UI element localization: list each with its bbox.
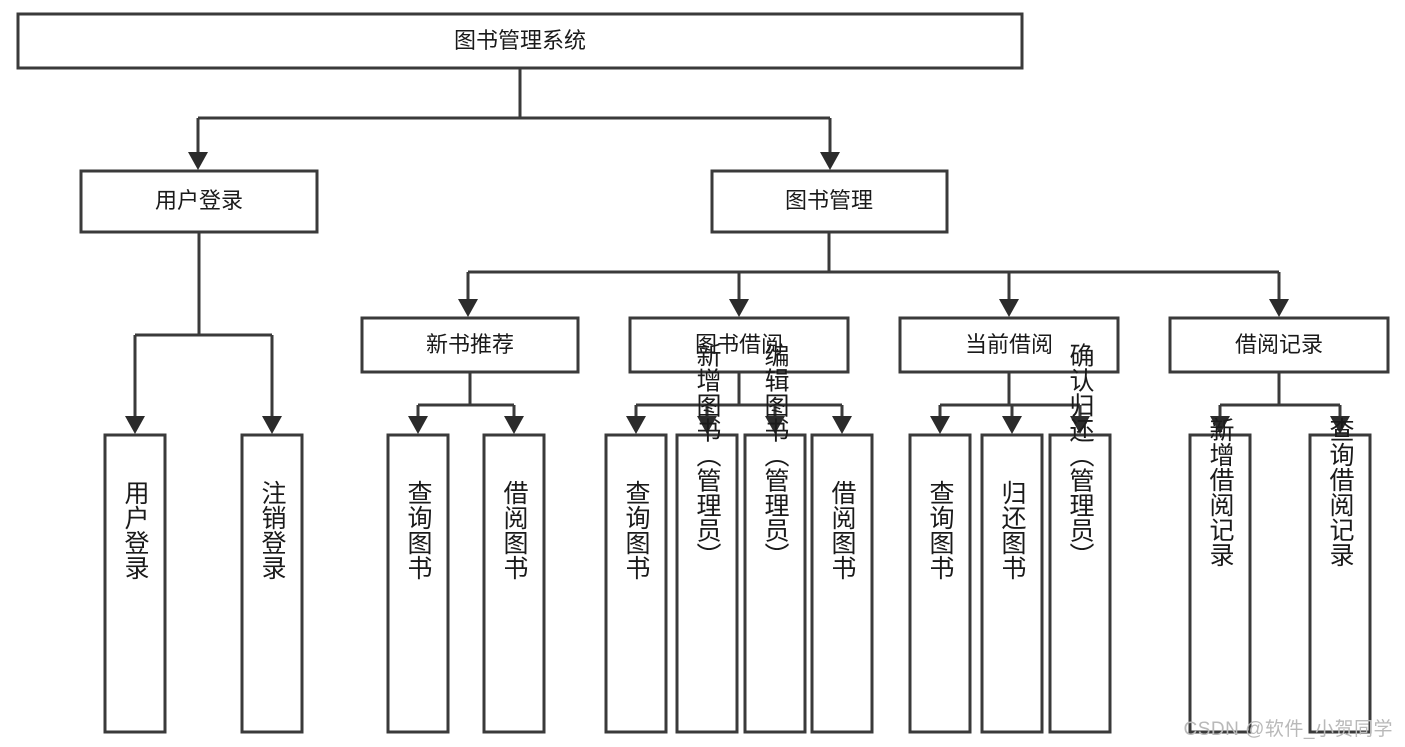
node-root-system-box[interactable] (16, 12, 1024, 70)
node-leaf-newbook-borrow[interactable]: 借阅图书 (482, 433, 546, 734)
node-leaf-borrow-edit-label: 编辑图书（管理员） (761, 343, 790, 568)
node-leaf-borrow-edit-box[interactable] (743, 433, 807, 734)
csdn-watermark: CSDN @软件_小贺同学 (1183, 719, 1393, 740)
node-leaf-newbook-borrow-label: 借阅图书 (500, 480, 529, 580)
node-leaf-newbook-query-label: 查询图书 (404, 480, 433, 580)
node-leaf-user-login[interactable]: 用户登录 (103, 433, 167, 734)
node-current-borrow-label: 当前借阅 (965, 332, 1053, 357)
node-leaf-borrow-query[interactable]: 查询图书 (604, 433, 668, 734)
node-user-login-label: 用户登录 (155, 188, 243, 213)
arrowhead-record-leaf-1 (1210, 416, 1230, 434)
node-book-management-label: 图书管理 (785, 188, 873, 213)
arrowhead-borrow-leaf-2 (697, 416, 717, 434)
node-leaf-newbook-query-box[interactable] (386, 433, 450, 734)
node-book-borrow-box[interactable] (628, 316, 850, 374)
node-leaf-borrow-add[interactable]: 新增图书（管理员） (675, 343, 739, 734)
node-current-borrow[interactable]: 当前借阅 (898, 316, 1120, 374)
arrowhead-current (999, 299, 1019, 317)
connector-layer (125, 68, 1350, 434)
node-root-system[interactable]: 图书管理系统 (16, 12, 1024, 70)
arrowhead-record-leaf-2 (1330, 416, 1350, 434)
arrowhead-book-mgmt (820, 152, 840, 170)
node-leaf-newbook-borrow-box[interactable] (482, 433, 546, 734)
arrowhead-borrow-leaf-4 (832, 416, 852, 434)
arrowhead-current-leaf-3 (1070, 416, 1090, 434)
node-new-book-recommend-box[interactable] (360, 316, 580, 374)
node-leaf-record-query[interactable]: 查询借阅记录 (1308, 417, 1372, 734)
node-leaf-user-login-box[interactable] (103, 433, 167, 734)
node-leaf-borrow-query-label: 查询图书 (622, 480, 651, 580)
arrowhead-newbook (458, 299, 478, 317)
node-book-management[interactable]: 图书管理 (710, 169, 949, 234)
node-leaf-borrow-query-box[interactable] (604, 433, 668, 734)
node-leaf-current-query[interactable]: 查询图书 (908, 433, 972, 734)
node-leaf-record-query-box[interactable] (1308, 433, 1372, 734)
node-leaf-borrow-add-box[interactable] (675, 433, 739, 734)
node-leaf-record-query-label: 查询借阅记录 (1326, 417, 1355, 567)
node-leaf-logout[interactable]: 注销登录 (240, 433, 304, 734)
arrowhead-user-login (188, 152, 208, 170)
node-leaf-record-add-label: 新增借阅记录 (1206, 417, 1235, 567)
node-new-book-recommend-label: 新书推荐 (426, 332, 514, 357)
arrowhead-record (1269, 299, 1289, 317)
arrowhead-user-login-leaf-2 (262, 416, 282, 434)
node-leaf-current-confirm-box[interactable] (1048, 433, 1112, 734)
node-leaf-current-confirm[interactable]: 确认归还（管理员） (1048, 343, 1112, 734)
node-leaf-logout-box[interactable] (240, 433, 304, 734)
node-leaf-record-add-box[interactable] (1188, 433, 1252, 734)
node-leaf-logout-label: 注销登录 (258, 480, 287, 580)
node-new-book-recommend[interactable]: 新书推荐 (360, 316, 580, 374)
arrowhead-current-leaf-1 (930, 416, 950, 434)
node-user-login-box[interactable] (79, 169, 319, 234)
node-borrow-record-box[interactable] (1168, 316, 1390, 374)
node-root-system-label: 图书管理系统 (454, 28, 586, 53)
node-leaf-current-confirm-label: 确认归还（管理员） (1066, 343, 1095, 568)
node-leaf-current-return[interactable]: 归还图书 (980, 433, 1044, 734)
node-leaf-record-add[interactable]: 新增借阅记录 (1188, 417, 1252, 734)
arrowhead-borrow (729, 299, 749, 317)
arrowhead-borrow-leaf-1 (626, 416, 646, 434)
node-user-login[interactable]: 用户登录 (79, 169, 319, 234)
arrowhead-newbook-leaf-2 (504, 416, 524, 434)
node-leaf-borrow-book[interactable]: 借阅图书 (810, 433, 874, 734)
node-book-borrow-label: 图书借阅 (695, 332, 783, 357)
node-current-borrow-box[interactable] (898, 316, 1120, 374)
node-leaf-current-query-box[interactable] (908, 433, 972, 734)
node-borrow-record[interactable]: 借阅记录 (1168, 316, 1390, 374)
node-leaf-borrow-book-box[interactable] (810, 433, 874, 734)
node-leaf-current-return-box[interactable] (980, 433, 1044, 734)
arrowhead-user-login-leaf-1 (125, 416, 145, 434)
node-leaf-borrow-book-label: 借阅图书 (828, 480, 857, 580)
node-book-management-box[interactable] (710, 169, 949, 234)
node-leaf-newbook-query[interactable]: 查询图书 (386, 433, 450, 734)
node-leaf-borrow-edit[interactable]: 编辑图书（管理员） (743, 343, 807, 734)
node-leaf-borrow-add-label: 新增图书（管理员） (693, 343, 722, 568)
arrowhead-newbook-leaf-1 (408, 416, 428, 434)
node-borrow-record-label: 借阅记录 (1235, 332, 1323, 357)
node-book-borrow[interactable]: 图书借阅 (628, 316, 850, 374)
arrowhead-borrow-leaf-3 (765, 416, 785, 434)
node-leaf-user-login-label: 用户登录 (121, 480, 150, 580)
node-leaf-current-return-label: 归还图书 (998, 480, 1027, 580)
arrowhead-current-leaf-2 (1002, 416, 1022, 434)
node-leaf-current-query-label: 查询图书 (926, 480, 955, 580)
